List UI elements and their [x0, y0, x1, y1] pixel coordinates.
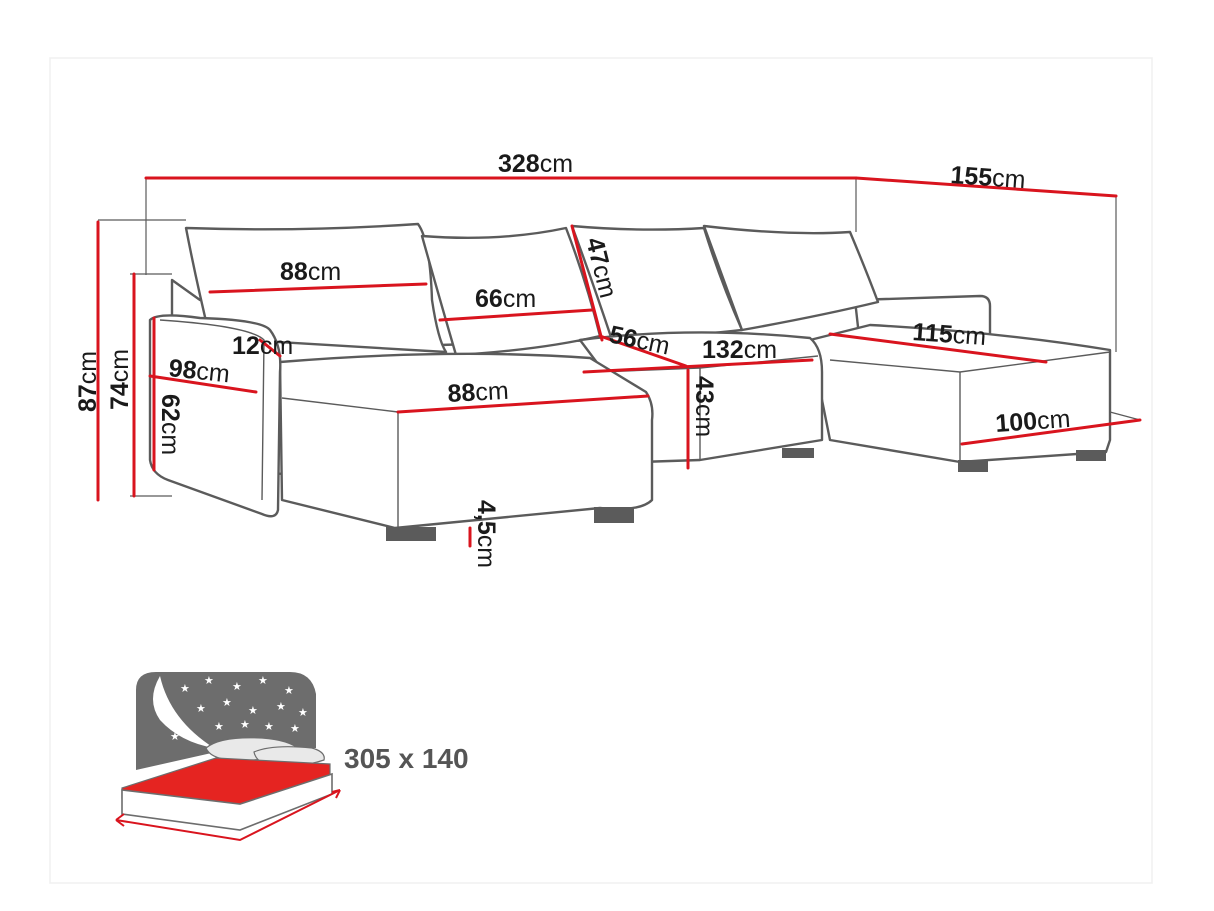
- svg-text:★: ★: [180, 682, 190, 695]
- label-cushion-middle: 66cm: [475, 285, 536, 313]
- dim-line-arm-length: [148, 374, 258, 394]
- svg-text:★: ★: [196, 702, 206, 715]
- guide-lines: [98, 178, 1141, 497]
- label-leg-height: 4,5cm: [472, 500, 500, 568]
- svg-text:★: ★: [284, 684, 294, 697]
- label-arm-depth: 62cm: [156, 394, 184, 455]
- dim-line-arm-width: [258, 338, 282, 358]
- leg: [782, 448, 814, 458]
- svg-text:★: ★: [258, 674, 268, 687]
- back-cushion-right: [702, 224, 880, 332]
- sleeping-area-label: 305 x 140: [344, 743, 469, 774]
- svg-text:★: ★: [204, 674, 214, 687]
- dim-line-chaise-length: [854, 176, 1118, 198]
- dim-line-cushion-middle: [438, 308, 594, 322]
- label-middle-seat: 132cm: [702, 336, 777, 364]
- label-total-height: 87cm: [74, 351, 102, 412]
- dim-line-chaise-seat: [828, 332, 1048, 364]
- svg-text:★: ★: [276, 700, 286, 713]
- label-chaise-seat: 115cm: [912, 318, 987, 351]
- label-chaise-length: 155cm: [950, 161, 1027, 194]
- svg-text:★: ★: [290, 722, 300, 735]
- svg-text:★: ★: [264, 720, 274, 733]
- label-total-width: 328cm: [498, 150, 573, 178]
- svg-text:★: ★: [248, 704, 258, 717]
- svg-text:★: ★: [298, 706, 308, 719]
- svg-text:★: ★: [222, 696, 232, 709]
- label-seat-depth: 56cm: [607, 320, 673, 360]
- label-chaise-width: 100cm: [994, 405, 1071, 438]
- dim-line-left-seat: [396, 394, 650, 414]
- star-icon: ★★★ ★★★ ★★★ ★★★ ★★★: [170, 674, 308, 743]
- leg: [594, 507, 634, 523]
- dim-line-seat-depth: [598, 334, 688, 368]
- dim-line-middle-seat: [582, 358, 814, 374]
- image-frame: [49, 57, 1153, 884]
- dim-line-chaise-width: [960, 418, 1142, 446]
- dim-line-cushion-height: [570, 224, 604, 342]
- label-left-seat: 88cm: [447, 377, 510, 408]
- svg-text:★: ★: [232, 680, 242, 693]
- leg: [958, 460, 988, 472]
- svg-text:★: ★: [240, 718, 250, 731]
- leg: [1076, 450, 1106, 461]
- svg-text:★: ★: [170, 730, 180, 743]
- label-arm-width: 12cm: [232, 332, 293, 360]
- left-armrest-inner: [159, 319, 265, 501]
- label-cushion-left: 88cm: [280, 258, 341, 286]
- svg-text:★: ★: [214, 720, 224, 733]
- label-armrest-height: 74cm: [106, 349, 134, 410]
- bed-function-icon: ★★★ ★★★ ★★★ ★★★ ★★★: [115, 672, 341, 842]
- label-seat-height: 43cm: [690, 376, 718, 437]
- leg: [386, 527, 436, 541]
- label-arm-length: 98cm: [167, 354, 231, 388]
- dim-line-cushion-left: [208, 282, 428, 294]
